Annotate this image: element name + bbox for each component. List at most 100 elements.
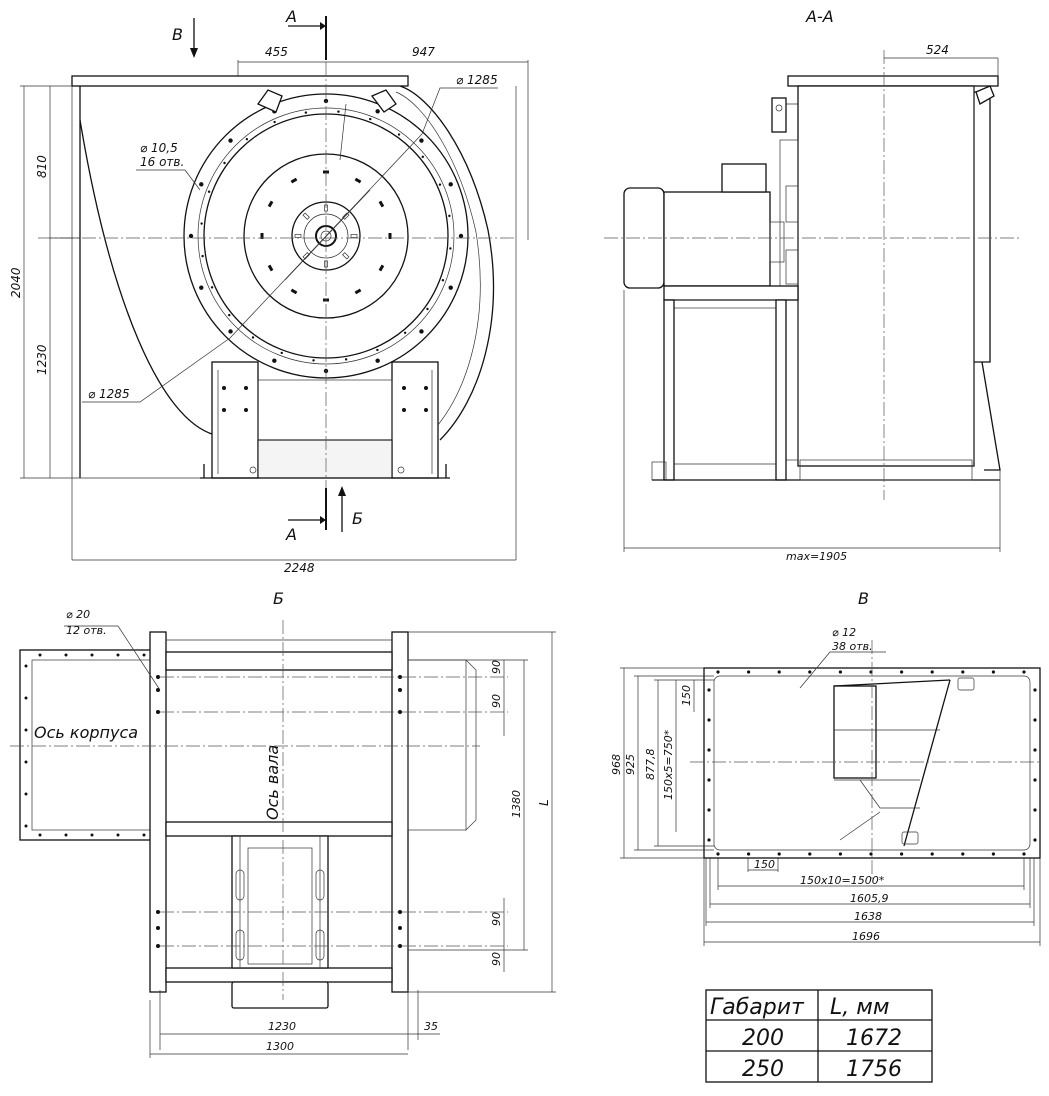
table-cell-size: 250 xyxy=(742,1057,784,1082)
inlet-hole xyxy=(869,852,873,856)
blade-slot xyxy=(388,233,392,239)
inlet-hole xyxy=(1022,670,1026,674)
flange-hole xyxy=(438,183,442,186)
flange-hole xyxy=(397,133,401,136)
dim-877-8: 877,8 xyxy=(644,749,657,781)
outlet-hole xyxy=(116,833,120,837)
flange-hole xyxy=(448,285,453,290)
inlet-hole xyxy=(707,688,711,692)
dim-90-3: 90 xyxy=(490,912,503,926)
dim-150x10: 150x10=1500* xyxy=(800,874,885,887)
blade-slot xyxy=(290,288,298,295)
size-table: Габарит L, мм 200 1672 250 1756 xyxy=(705,989,933,1083)
outlet-hole xyxy=(142,653,146,657)
flange-hole xyxy=(228,329,233,334)
inlet-flange-holes xyxy=(707,670,1037,856)
dim-1300-b: 1300 xyxy=(266,1040,294,1053)
flange-hole xyxy=(272,358,277,363)
flange-hole xyxy=(228,138,233,143)
inlet-hole xyxy=(707,808,711,812)
flange-hole xyxy=(201,254,204,258)
outlet-flange-holes xyxy=(24,653,158,837)
table-header-length: L, мм xyxy=(830,995,889,1020)
outlet-hole xyxy=(38,833,42,837)
flange-hole xyxy=(419,138,424,143)
flange-hole xyxy=(448,182,453,187)
outlet-hole xyxy=(24,728,28,732)
hub-slot xyxy=(350,234,358,238)
inlet-hole xyxy=(1033,718,1037,722)
inlet-hole xyxy=(716,852,720,856)
flange-hole xyxy=(337,110,340,113)
outlet-hole xyxy=(90,833,94,837)
flange-hole xyxy=(426,307,429,311)
view-b: Б xyxy=(10,589,556,1058)
outlet-hole xyxy=(64,833,68,837)
table-cell-size: 200 xyxy=(742,1026,784,1051)
flange-hole xyxy=(245,138,249,141)
outlet-hole xyxy=(90,653,94,657)
dim-150-v: 150 xyxy=(680,685,693,706)
flange-hole xyxy=(280,351,283,355)
frame-hole xyxy=(398,944,402,948)
flange-hole xyxy=(199,182,204,187)
inlet-hole xyxy=(900,670,904,674)
dim-968: 968 xyxy=(610,754,623,775)
frame-hole xyxy=(156,910,160,914)
blade-slot xyxy=(378,264,385,272)
inlet-hole xyxy=(747,670,751,674)
frame-hole xyxy=(398,710,402,714)
outlet-hole xyxy=(24,664,28,668)
frame-hole xyxy=(156,675,160,679)
v-holes-size: ⌀ 12 xyxy=(832,626,856,639)
flange-hole xyxy=(188,233,194,239)
dim-925: 925 xyxy=(624,754,637,775)
dim-455: 455 xyxy=(265,45,288,59)
inlet-hole xyxy=(838,670,843,674)
flange-hole xyxy=(419,329,424,334)
table-cell-length: 1756 xyxy=(846,1057,902,1082)
hub-slot xyxy=(294,234,302,238)
v-holes-count: 38 отв. xyxy=(832,640,873,653)
inlet-hole xyxy=(930,670,934,674)
dim-2040: 2040 xyxy=(9,267,23,298)
dim-90-2: 90 xyxy=(490,694,503,708)
flange-hole xyxy=(449,247,452,250)
inlet-hole xyxy=(1022,852,1026,856)
blade-slot xyxy=(354,177,362,184)
outlet-hole xyxy=(24,824,28,828)
dim-150x5: 150x5=750* xyxy=(662,729,675,800)
flange-hole xyxy=(344,358,348,361)
flange-hole xyxy=(441,279,445,282)
blade-slot xyxy=(354,288,362,295)
view-v: В ⌀ 12 38 отв. 968 925 87 xyxy=(610,589,1041,946)
inlet-hole xyxy=(1033,838,1037,842)
table-header-size: Габарит xyxy=(710,995,805,1020)
b-holes-size: ⌀ 20 xyxy=(66,608,90,621)
dim-dia-1285-bottom: ⌀ 1285 xyxy=(88,387,130,401)
frame-holes xyxy=(156,675,402,948)
flange-hole xyxy=(369,117,372,121)
outlet-hole xyxy=(24,792,28,796)
section-a-a-view: А-А 524 max=1905 xyxy=(604,7,1020,563)
holes-count-label: 16 отв. xyxy=(140,155,184,169)
frame-hole xyxy=(156,710,160,714)
inlet-hole xyxy=(961,852,965,856)
cut-mark-a-top: А xyxy=(285,7,297,26)
dim-L: L xyxy=(537,799,551,806)
flange-hole xyxy=(251,336,255,339)
inlet-hole xyxy=(991,670,996,674)
inlet-hole xyxy=(716,670,720,674)
hub-slot xyxy=(302,212,310,220)
flange-hole xyxy=(207,190,211,193)
dim-150-h: 150 xyxy=(754,858,775,871)
b-holes-count: 12 отв. xyxy=(66,624,107,637)
flange-hole xyxy=(375,358,380,363)
dim-1605-9: 1605,9 xyxy=(850,892,889,905)
axis-body-label: Ось корпуса xyxy=(34,723,138,742)
inlet-hole xyxy=(838,852,843,856)
flange-hole xyxy=(403,331,407,334)
dim-1230: 1230 xyxy=(35,344,49,375)
inlet-hole xyxy=(747,852,751,856)
